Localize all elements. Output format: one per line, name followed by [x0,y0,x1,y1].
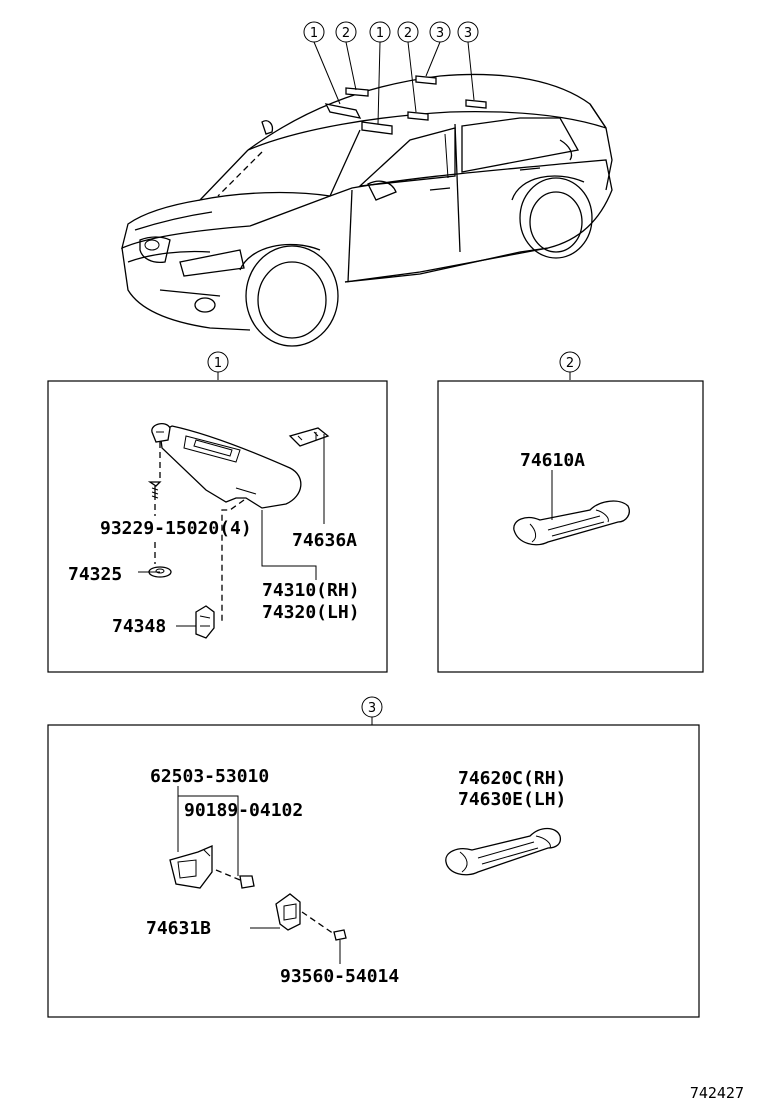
panel-marker: 2 [566,356,574,371]
callout-marker: 1 [369,21,391,43]
part-number-grip: 74610A [520,450,585,471]
callout-marker: 3 [429,21,451,43]
panel-marker: 3 [368,701,376,716]
figure-code: 742427 [690,1084,744,1102]
callout-number: 1 [376,26,384,41]
part-number-cover: 74631B [146,918,211,939]
assist-grip-shape [513,500,630,546]
retainer-shape [288,427,330,447]
callout-number: 2 [404,26,412,41]
panel-frame [47,724,700,1018]
part-number-visor-lh: 74320(LH) [262,602,360,623]
callout-marker: 2 [335,21,357,43]
part-number-visor-rh: 74310(RH) [262,580,360,601]
part-number-screw: 93229-15020(4) [100,518,252,539]
callout-marker: 2 [397,21,419,43]
rear-grip-shape [445,827,562,876]
part-number-bolt: 90189-04102 [184,800,303,821]
panel-1-sun-visor: 1 93229-15020(4) 7 [47,351,388,673]
panel-frame [437,380,704,673]
part-number-clip: 74325 [68,564,122,585]
callout-marker: 1 [303,21,325,43]
part-number-retainer: 74636A [292,530,357,551]
cover-shape [275,893,301,931]
top-callouts: 1 2 1 2 3 3 [303,21,479,43]
panel-marker: 1 [214,356,222,371]
part-number-screw-2: 93560-54014 [280,966,399,987]
sun-visor-shape [159,425,302,509]
part-number-holder: 74348 [112,616,166,637]
part-number-grip-lh: 74630E(LH) [458,789,566,810]
panel-3-rear-grip: 3 62503-53010 90189-04102 74631B 93560-5… [47,696,700,1018]
callout-number: 2 [342,26,350,41]
part-number-grip-rh: 74620C(RH) [458,768,566,789]
part-number-bracket: 62503-53010 [150,766,269,787]
panel-frame [47,380,388,673]
panel-2-assist-grip: 2 74610A [437,351,704,673]
callout-number: 3 [436,26,444,41]
callout-number: 3 [464,26,472,41]
car-illustration [121,41,613,347]
callout-number: 1 [310,26,318,41]
callout-marker: 3 [457,21,479,43]
